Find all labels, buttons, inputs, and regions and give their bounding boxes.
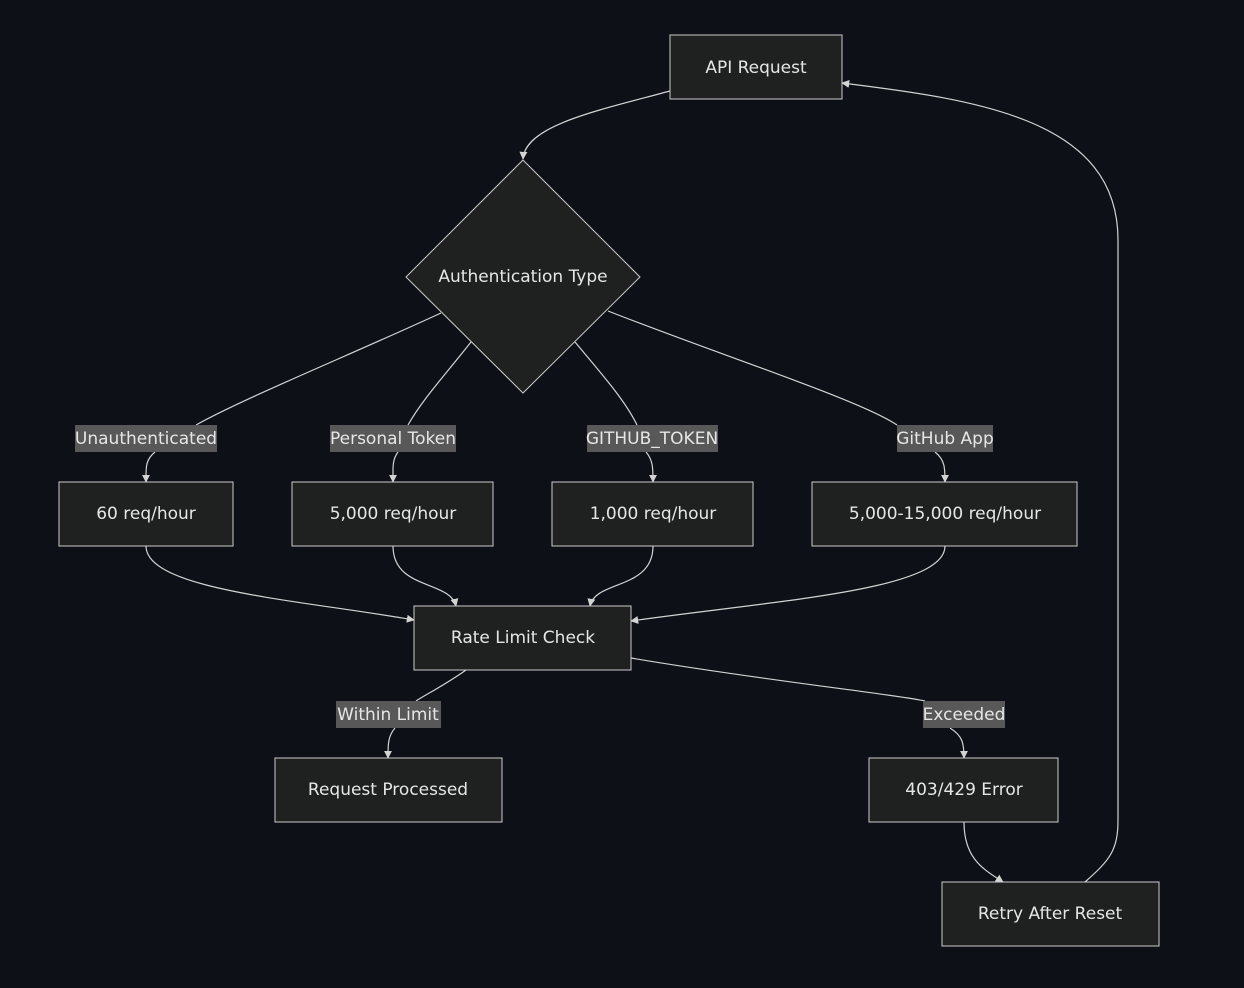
node-github-token-limit: 1,000 req/hour [551, 481, 754, 547]
node-unauth-limit-label: 60 req/hour [96, 504, 196, 524]
edge-label-unauthenticated: Unauthenticated [75, 425, 217, 452]
edge-githubapp-label-to-node [934, 451, 949, 483]
node-rate-limit-check-label: Rate Limit Check [451, 628, 595, 648]
edge-personal-to-ratecheck [392, 545, 459, 607]
edge-githubtoken-label-to-node [645, 451, 657, 483]
node-unauth-limit: 60 req/hour [58, 481, 234, 547]
node-error-label: 403/429 Error [905, 780, 1022, 800]
edge-label-exceeded: Exceeded [923, 701, 1006, 728]
edge-exceeded-label-to-error [949, 727, 968, 759]
node-github-app-limit: 5,000-15,000 req/hour [811, 481, 1078, 547]
edge-auth-to-githubapp-label [607, 310, 898, 426]
edge-label-within-limit: Within Limit [336, 701, 441, 728]
node-personal-limit: 5,000 req/hour [291, 481, 494, 547]
edge-unauth-to-ratecheck [145, 545, 415, 623]
node-auth-type-label: Authentication Type [438, 267, 607, 287]
edge-api-to-auth [519, 90, 671, 160]
edge-ratecheck-to-within-label [415, 669, 467, 702]
edge-error-to-retry [963, 821, 1004, 883]
edge-label-within-limit-text: Within Limit [337, 705, 439, 725]
edge-label-github-token: GITHUB_TOKEN [586, 425, 718, 452]
edge-githubtoken-to-ratecheck [587, 545, 654, 607]
edge-label-personal-token-text: Personal Token [330, 429, 456, 449]
node-github-app-limit-label: 5,000-15,000 req/hour [849, 504, 1041, 524]
edge-label-github-app-text: GitHub App [896, 429, 994, 449]
edge-auth-to-unauth-label [195, 312, 442, 426]
edge-label-personal-token: Personal Token [330, 425, 456, 452]
edge-personal-label-to-node [388, 451, 399, 483]
edge-label-exceeded-text: Exceeded [923, 705, 1006, 725]
node-request-processed: Request Processed [274, 757, 503, 823]
node-github-token-limit-label: 1,000 req/hour [590, 504, 717, 524]
node-api-request-label: API Request [705, 58, 807, 78]
edge-ratecheck-to-exceeded-label [630, 657, 926, 702]
edge-auth-to-githubtoken-label [574, 341, 638, 426]
node-api-request: API Request [669, 34, 843, 100]
edge-label-github-token-text: GITHUB_TOKEN [586, 429, 718, 449]
node-request-processed-label: Request Processed [308, 780, 468, 800]
edges [141, 79, 1119, 883]
edge-retry-to-api [841, 79, 1119, 883]
node-retry: Retry After Reset [941, 881, 1160, 947]
edge-within-label-to-processed [384, 727, 396, 759]
node-retry-label: Retry After Reset [978, 904, 1123, 924]
edge-unauth-label-to-node [141, 451, 156, 483]
edge-label-unauthenticated-text: Unauthenticated [75, 429, 217, 449]
edge-githubapp-to-ratecheck [630, 545, 946, 624]
edge-auth-to-personal-label [407, 341, 472, 426]
node-error: 403/429 Error [868, 757, 1059, 823]
node-personal-limit-label: 5,000 req/hour [330, 504, 457, 524]
node-auth-type-decision: Authentication Type [405, 159, 641, 394]
node-rate-limit-check: Rate Limit Check [413, 605, 632, 671]
edge-label-github-app: GitHub App [896, 425, 994, 452]
